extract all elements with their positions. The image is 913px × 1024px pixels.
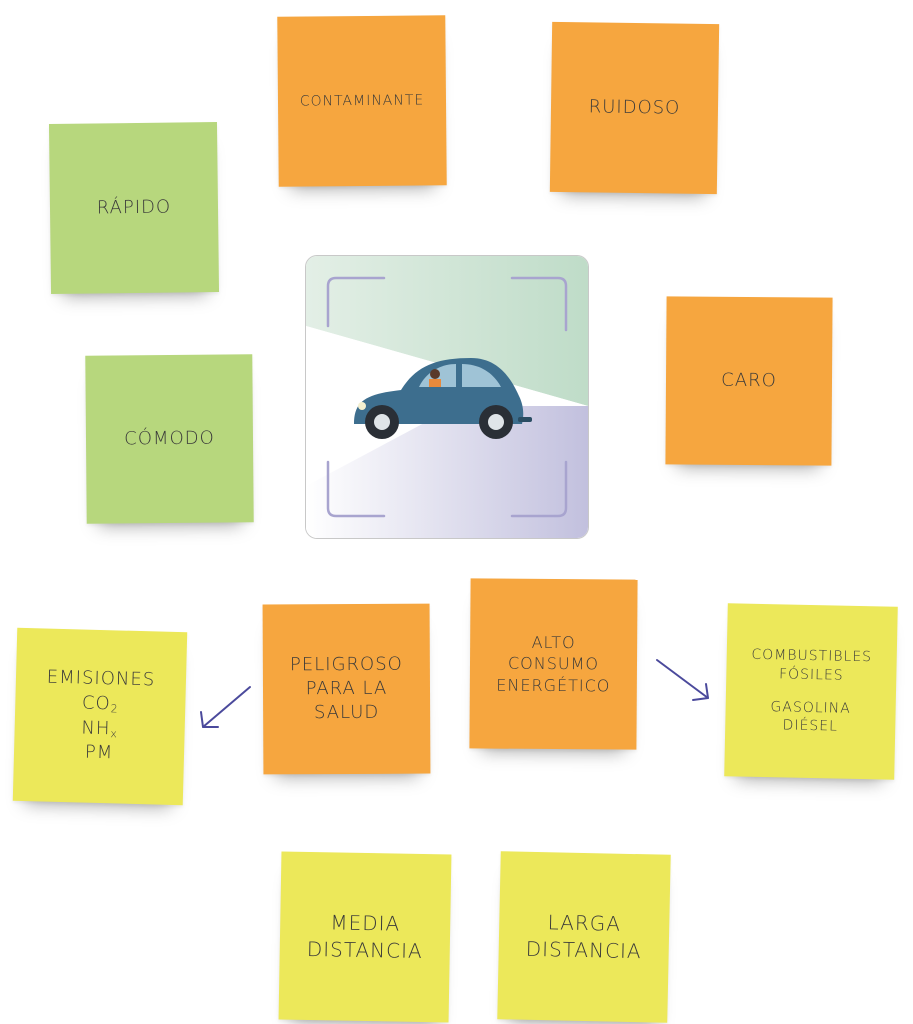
note-line: ENERGÉTICO	[496, 675, 611, 696]
sticky-note-alto-consumo: ALTO CONSUMO ENERGÉTICO	[469, 578, 638, 750]
note-line: MEDIA	[330, 910, 401, 936]
arrow-to-combustibles	[656, 659, 709, 701]
note-line: SALUD	[313, 701, 380, 724]
sticky-note-rapido: RÁPIDO	[48, 121, 220, 295]
emisiones-nhx: NHx	[81, 717, 118, 740]
note-line: ALTO	[531, 632, 576, 652]
note-text: CONTAMINANTE	[299, 92, 425, 110]
arrow-to-emisiones	[200, 686, 251, 728]
note-text: RUIDOSO	[588, 96, 681, 119]
sticky-note-contaminante: CONTAMINANTE	[277, 15, 447, 187]
center-car-card	[305, 255, 589, 539]
note-text: RÁPIDO	[96, 196, 172, 219]
note-line: DISTANCIA	[306, 936, 423, 964]
note-line: DIÉSEL	[782, 717, 839, 735]
sticky-note-combustibles: COMBUSTIBLES FÓSILES GASOLINA DIÉSEL	[724, 603, 898, 780]
emisiones-co2: CO2	[81, 692, 119, 716]
sticky-note-ruidoso: RUIDOSO	[549, 21, 720, 195]
note-line: LARGA	[547, 910, 622, 936]
sticky-note-comodo: CÓMODO	[85, 354, 254, 524]
emisiones-title: EMISIONES	[46, 666, 156, 691]
note-line: PARA LA	[305, 677, 388, 700]
note-line: CONSUMO	[507, 653, 600, 674]
note-line: DISTANCIA	[525, 936, 642, 964]
note-line: FÓSILES	[778, 665, 844, 684]
note-line: GASOLINA	[770, 698, 851, 717]
note-text: CÓMODO	[124, 427, 215, 450]
emisiones-pm: PM	[84, 741, 114, 764]
note-text: CARO	[721, 369, 777, 392]
sticky-note-larga-distancia: LARGA DISTANCIA	[497, 851, 671, 1023]
sticky-note-media-distancia: MEDIA DISTANCIA	[278, 851, 452, 1023]
sticky-note-caro: CARO	[665, 296, 833, 466]
sticky-note-emisiones: EMISIONES CO2 NHx PM	[12, 627, 188, 806]
note-line: PELIGROSO	[289, 653, 403, 675]
car-icon	[306, 256, 588, 538]
note-line: COMBUSTIBLES	[751, 646, 873, 665]
sticky-note-peligroso: PELIGROSO PARA LA SALUD	[262, 603, 431, 775]
